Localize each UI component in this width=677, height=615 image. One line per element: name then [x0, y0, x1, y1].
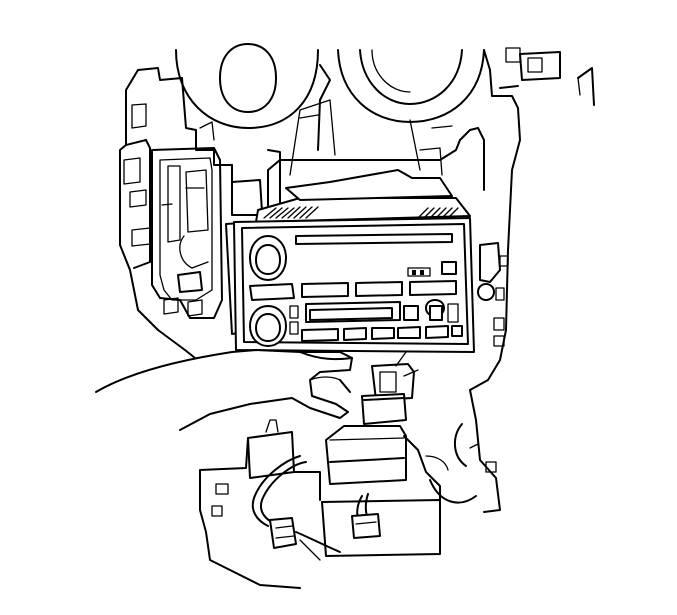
- installer-hand: [95, 349, 353, 431]
- gauge-cluster-pods: [175, 43, 485, 129]
- radio-tune-knob: [249, 305, 287, 347]
- radio-rear-connector: [361, 351, 419, 425]
- radio-volume-knob: [249, 235, 287, 281]
- radio-heatsink-fins: [263, 206, 459, 219]
- radio-preset-buttons: [249, 280, 457, 301]
- radio-cd-slot: [295, 233, 453, 245]
- radio-unit: [225, 169, 475, 353]
- lower-bracket: [199, 419, 477, 589]
- instrument-panel-carrier: [119, 43, 595, 513]
- wiring-harness-connector: [251, 455, 381, 553]
